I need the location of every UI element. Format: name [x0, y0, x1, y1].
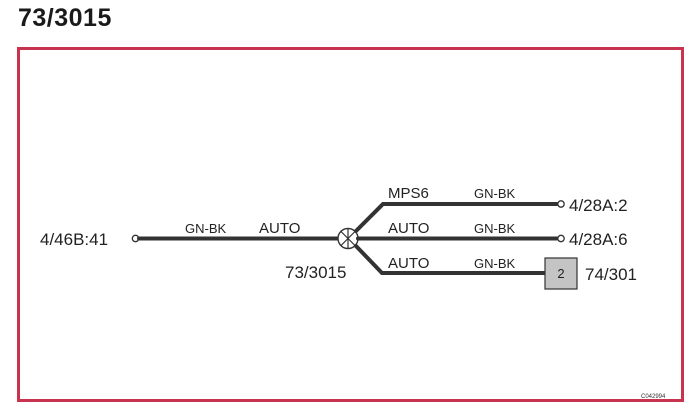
- splice-icon: [337, 227, 359, 250]
- branch-3-color-label: GN-BK: [474, 256, 516, 271]
- page-title: 73/3015: [18, 4, 112, 32]
- branch-wire-3: [354, 244, 547, 275]
- branch-1-color-label: GN-BK: [474, 186, 516, 201]
- branch-2-endpoint-label: 4/28A:6: [569, 230, 628, 249]
- diagram-frame: [17, 47, 684, 402]
- left-wire-color-label: GN-BK: [185, 221, 227, 236]
- figure-code: C042994: [641, 394, 666, 400]
- branch-3-function-label: AUTO: [388, 255, 429, 272]
- branch-1-function-label: MPS6: [388, 185, 429, 202]
- branch-2-color-label: GN-BK: [474, 221, 516, 236]
- connector-box: [544, 257, 578, 290]
- branch-3-endpoint-label: 74/301: [585, 265, 637, 284]
- branch-2-function-label: AUTO: [388, 220, 429, 237]
- left-endpoint-label: 4/46B:41: [40, 230, 108, 249]
- splice-label: 73/3015: [285, 263, 346, 282]
- branch-wire-1: [354, 202, 559, 233]
- branch-1-endpoint-label: 4/28A:2: [569, 196, 628, 215]
- branch-2-pin-icon: [557, 234, 565, 243]
- branch-1-pin-icon: [557, 200, 565, 208]
- connector-box-pin-label: 2: [557, 266, 564, 281]
- left-wire-function-label: AUTO: [259, 220, 300, 237]
